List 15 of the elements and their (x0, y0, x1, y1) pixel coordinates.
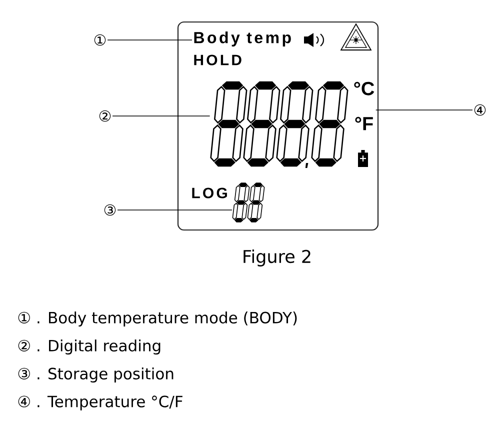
key-text: ④ . Temperature °C/F (18, 396, 182, 410)
log-label: LOG (192, 188, 227, 198)
callout-number: ② (99, 110, 111, 122)
callout-number: ① (94, 34, 106, 46)
figure-caption: Figure 2 (244, 250, 310, 266)
seven-segment-display (210, 81, 348, 168)
key-text: ③ . Storage position (18, 368, 174, 382)
unit-indicator: °C °F (354, 82, 374, 130)
callout-number: ③ (104, 204, 116, 216)
counter-display (232, 182, 265, 222)
callout-number: ④ (474, 104, 486, 116)
mode-indicator: Body temp (194, 32, 291, 46)
key-text: ① . Body temperature mode (BODY) (18, 312, 297, 327)
key-text: ② . Digital reading (18, 340, 160, 354)
hold-indicator: HOLD (194, 54, 242, 66)
